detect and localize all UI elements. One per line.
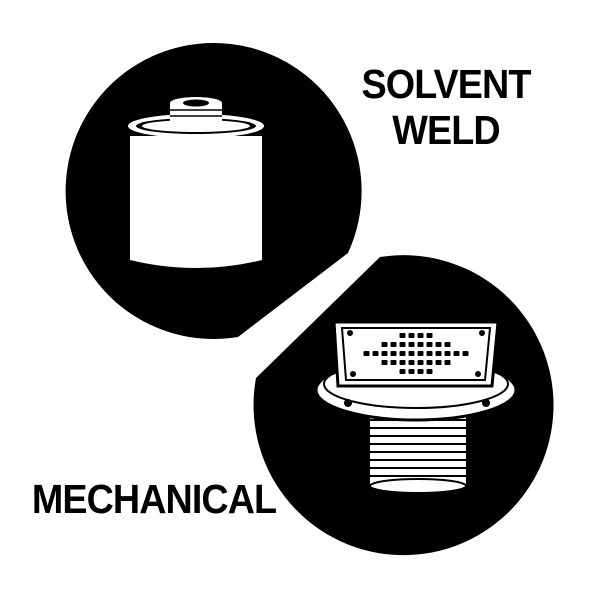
- grate-hole: [381, 360, 388, 365]
- grate-hole: [408, 351, 415, 356]
- grate-hole: [426, 333, 433, 338]
- grate-hole: [390, 351, 397, 356]
- grate-hole: [444, 360, 451, 365]
- grate-hole: [426, 369, 433, 374]
- grate-hole: [408, 333, 415, 338]
- mechanical-label: MECHANICAL: [31, 476, 277, 522]
- grate-hole: [399, 333, 406, 338]
- grate-hole: [399, 369, 406, 374]
- grate-hole: [381, 351, 388, 356]
- grate-hole: [408, 342, 415, 347]
- grate-hole: [462, 351, 469, 356]
- grate-hole: [417, 333, 424, 338]
- grate-hole: [435, 342, 442, 347]
- grate-hole: [426, 351, 433, 356]
- grate-hole: [426, 342, 433, 347]
- grate-hole: [444, 342, 451, 347]
- grate-hole: [444, 351, 451, 356]
- grate-holes: [363, 333, 469, 374]
- grate-hole: [408, 369, 415, 374]
- grate-hole: [363, 351, 370, 356]
- grate-hole: [417, 360, 424, 365]
- grate-hole: [417, 369, 424, 374]
- grate-hole: [390, 360, 397, 365]
- grate-hole: [381, 342, 388, 347]
- solvent-weld-line2: WELD: [392, 107, 500, 153]
- grate-hole: [426, 360, 433, 365]
- grate-hole: [399, 342, 406, 347]
- grate-hole: [417, 342, 424, 347]
- solvent-weld-label: SOLVENT WELD: [360, 64, 533, 151]
- shower-drain-icon: [253, 255, 554, 556]
- grate-hole: [417, 351, 424, 356]
- solvent-cement-can-icon: [65, 43, 362, 340]
- grate-hole: [453, 351, 460, 356]
- grate-hole: [435, 360, 442, 365]
- grate-hole: [372, 351, 379, 356]
- grate-hole: [435, 351, 442, 356]
- grate-hole: [390, 342, 397, 347]
- grate-hole: [399, 360, 406, 365]
- grate-hole: [399, 351, 406, 356]
- solvent-weld-line1: SOLVENT: [361, 61, 532, 107]
- grate-hole: [408, 360, 415, 365]
